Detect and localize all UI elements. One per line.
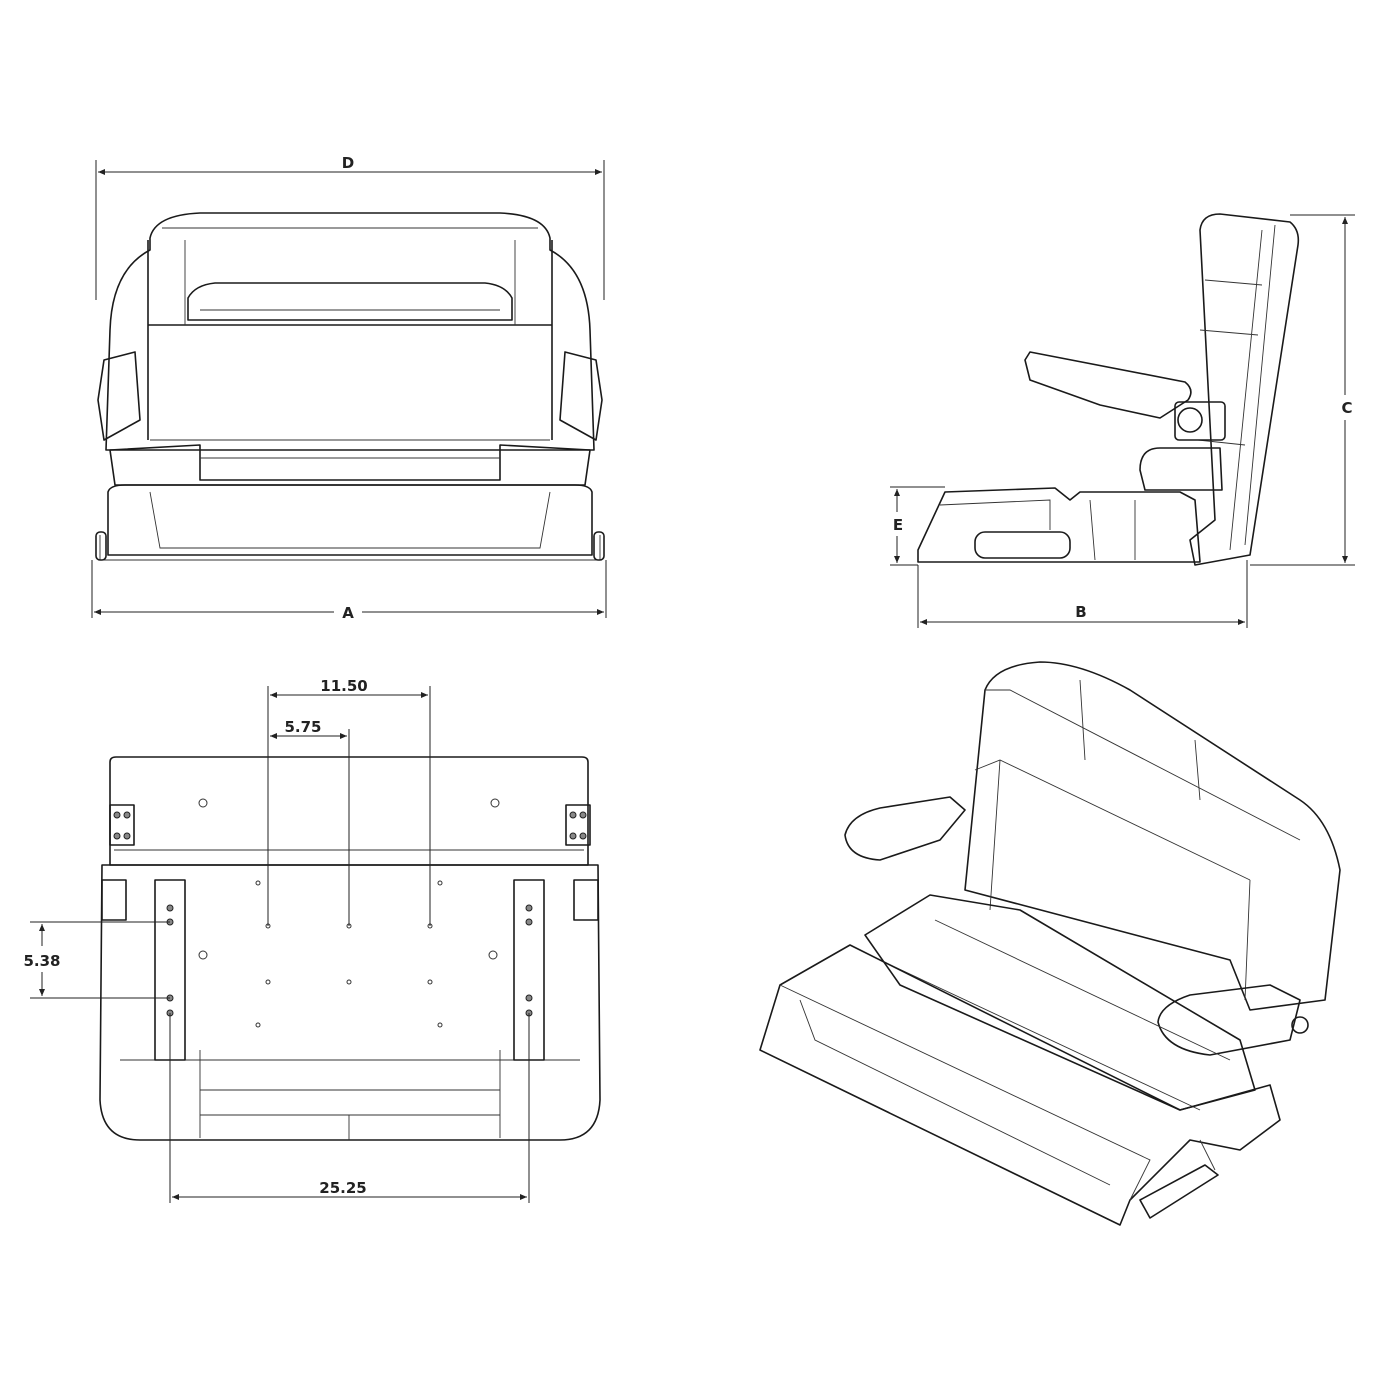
right-armrest	[559, 351, 603, 441]
iso-base-handle	[1139, 1164, 1219, 1219]
headrest-pad	[187, 282, 513, 321]
dimension-a-label: A	[342, 604, 354, 622]
dimension-d-label: D	[342, 154, 354, 172]
side-seat-base	[917, 487, 1201, 563]
seat-back-shell	[105, 212, 595, 451]
dimension-b-label: B	[1075, 603, 1086, 621]
seat-base	[107, 484, 593, 556]
side-armrest	[1024, 351, 1192, 419]
dimension-25-25-label: 25.25	[319, 1179, 366, 1197]
isometric-view	[759, 661, 1341, 1226]
side-seat-cushion	[1139, 447, 1223, 491]
iso-seat-back	[964, 661, 1341, 1011]
side-view: C E B	[890, 213, 1355, 628]
iso-left-armrest	[844, 796, 966, 861]
dimension-e-label: E	[893, 516, 903, 534]
dimension-c-label: C	[1341, 399, 1352, 417]
front-view: D A	[91, 154, 607, 622]
iso-right-armrest	[1157, 984, 1301, 1056]
bottom-view: 11.50 5.75 5.38 25.25	[23, 677, 601, 1203]
left-armrest	[97, 351, 141, 441]
mounting-holes	[113, 798, 587, 1028]
dimension-5-75-label: 5.75	[284, 718, 321, 736]
seat-cushion-front	[109, 444, 591, 486]
seat-pan-underside	[99, 864, 601, 1141]
iso-seat-cushion	[864, 894, 1256, 1111]
dimension-5-38-label: 5.38	[23, 952, 60, 970]
side-seat-back	[1189, 213, 1300, 566]
iso-seat-base	[759, 944, 1281, 1226]
back-plate	[109, 756, 589, 866]
dimension-11-50-label: 11.50	[320, 677, 367, 695]
